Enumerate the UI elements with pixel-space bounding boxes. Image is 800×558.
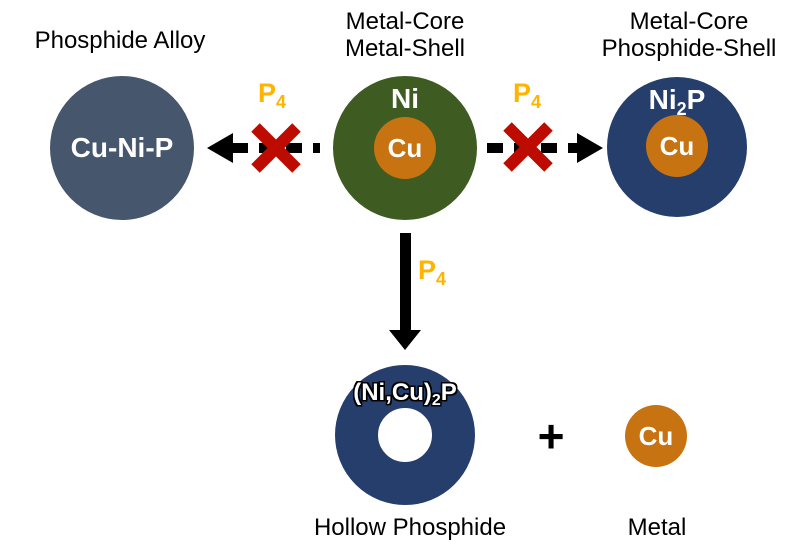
p4-label-left: P4 xyxy=(257,78,287,112)
phosphide-shell-particle: Ni2P Cu xyxy=(607,77,747,217)
right-arrowhead-icon xyxy=(577,133,603,163)
nickel-shell-label: Ni xyxy=(391,83,419,114)
copper-core: Cu xyxy=(374,117,436,179)
p4-label-right: P4 xyxy=(512,78,542,112)
copper-core-label: Cu xyxy=(387,132,423,163)
plus-sign: + xyxy=(537,410,565,462)
copper-metal-particle: Cu xyxy=(625,405,687,467)
ni2p-shell-label: Ni2P xyxy=(648,84,706,119)
alloy-particle: Cu-Ni-P xyxy=(50,76,194,220)
copper-metal-label: Cu xyxy=(638,420,674,451)
left-cross-icon xyxy=(251,123,301,173)
metal-core-metal-shell-heading: Metal-Core Metal-Shell xyxy=(344,8,466,62)
down-arrowhead-icon xyxy=(389,330,421,350)
left-arrowhead-icon xyxy=(207,133,233,163)
alloy-particle-label: Cu-Ni-P xyxy=(70,132,174,163)
core-shell-particle: Ni Cu xyxy=(333,76,477,220)
copper-core-right: Cu xyxy=(646,115,708,177)
metal-caption: Metal xyxy=(627,514,687,541)
p4-label-down: P4 xyxy=(418,255,447,289)
hollow-phosphide-caption: Hollow Phosphide xyxy=(313,514,507,541)
phosphide-alloy-heading: Phosphide Alloy xyxy=(34,27,206,54)
metal-core-phosphide-shell-heading: Metal-Core Phosphide-Shell xyxy=(601,8,777,62)
right-cross-icon xyxy=(503,122,553,172)
hollow-phosphide-label: (Ni,Cu)2P xyxy=(353,379,457,409)
down-arrow-shaft xyxy=(400,233,411,332)
copper-core-right-label: Cu xyxy=(659,130,695,161)
